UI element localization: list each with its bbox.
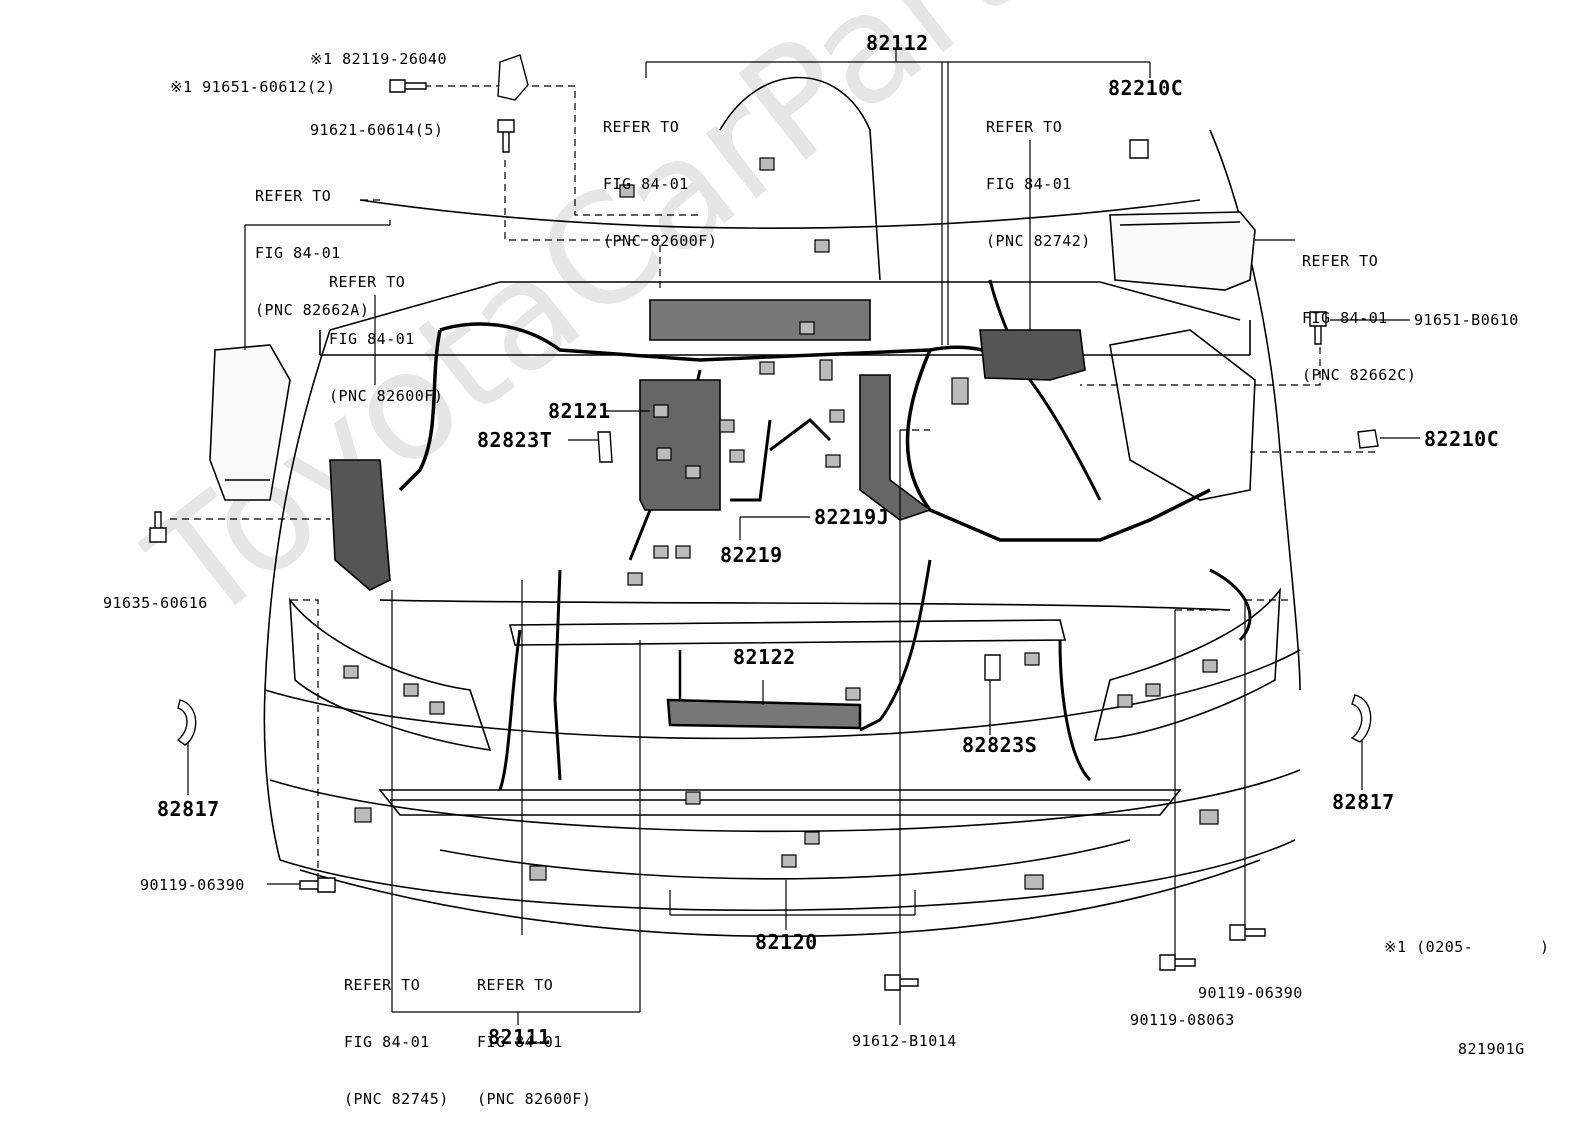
- refer-line3: (PNC 82600F): [603, 232, 718, 250]
- clip-82817-right: [1350, 694, 1372, 743]
- clip-82210C-top: [1129, 139, 1149, 159]
- bolt-91651-60612: [389, 79, 427, 93]
- bolt-91621: [497, 119, 515, 153]
- wiring-harness-diagram: ToyotaCarPart.ru: [103, 0, 1550, 1108]
- refer-line1: REFER TO: [255, 187, 332, 205]
- front-bumper: [264, 649, 1301, 740]
- refer-line2: FIG 84-01: [1302, 309, 1388, 327]
- refer-line1: REFER TO: [603, 118, 680, 136]
- bolt-90119-08063: [1159, 954, 1196, 971]
- pnc-82823t[interactable]: 82823T: [477, 428, 553, 452]
- fastener-90119-08063[interactable]: 90119-08063: [1130, 1011, 1235, 1029]
- pnc-82817-right[interactable]: 82817: [1332, 790, 1395, 814]
- harness-block-left: [329, 459, 391, 591]
- bolt-91651-B0610: [1309, 311, 1327, 345]
- fastener-91635-60616[interactable]: 91635-60616: [103, 594, 208, 612]
- pnc-82122[interactable]: 82122: [733, 645, 796, 669]
- pnc-82111[interactable]: 82111: [488, 1025, 551, 1049]
- engine-bay-drawing: [149, 50, 1420, 1025]
- fastener-91612-b1014[interactable]: 91612-B1014: [852, 1032, 957, 1050]
- clip-82823S: [984, 654, 1001, 681]
- refer-line2: FIG 84-01: [329, 330, 415, 348]
- refer-line2: FIG 84-01: [344, 1033, 430, 1051]
- connectors: [343, 157, 1219, 890]
- fender-left: [263, 329, 331, 861]
- fastener-91651-60612[interactable]: ※1 91651-60612(2): [170, 78, 336, 96]
- pnc-82817-left[interactable]: 82817: [157, 797, 220, 821]
- refer-to-82600f-top[interactable]: REFER TO FIG 84-01 (PNC 82600F): [603, 80, 717, 289]
- refer-line1: REFER TO: [477, 976, 554, 994]
- refer-to-82662c[interactable]: REFER TO FIG 84-01 (PNC 82662C): [1302, 214, 1416, 423]
- pnc-82210c-top[interactable]: 82210C: [1108, 76, 1184, 100]
- refer-to-82662a[interactable]: REFER TO FIG 84-01 (PNC 82662A): [255, 149, 369, 358]
- headlight-left: [289, 597, 492, 751]
- harness-bracket-left: [639, 379, 721, 511]
- refer-line1: REFER TO: [1302, 252, 1379, 270]
- refer-line2: FIG 84-01: [255, 244, 341, 262]
- harness-top-block: [649, 299, 871, 341]
- refer-to-82745[interactable]: REFER TO FIG 84-01 (PNC 82745): [344, 938, 449, 1147]
- pnc-82120[interactable]: 82120: [755, 930, 818, 954]
- hood-outline: [719, 76, 881, 281]
- refer-line1: REFER TO: [329, 273, 406, 291]
- refer-line1: REFER TO: [344, 976, 421, 994]
- bolt-91612: [884, 974, 919, 991]
- fastener-90119-06390-right[interactable]: 90119-06390: [1198, 984, 1303, 1002]
- refer-to-82742[interactable]: REFER TO FIG 84-01 (PNC 82742): [986, 80, 1091, 289]
- refer-line2: FIG 84-01: [477, 1033, 563, 1051]
- bolt-91635: [149, 511, 167, 543]
- refer-line3: (PNC 82662C): [1302, 366, 1417, 384]
- clip-82119: [497, 54, 529, 101]
- battery-area: [1109, 329, 1256, 501]
- refer-to-82600f-bottom[interactable]: REFER TO FIG 84-01 (PNC 82600F): [477, 938, 591, 1147]
- fastener-82119-26040[interactable]: ※1 82119-26040: [310, 50, 447, 68]
- refer-line3: (PNC 82600F): [477, 1090, 592, 1108]
- figure-code: 821901G: [1458, 1040, 1525, 1058]
- clip-82210C-right: [1357, 429, 1379, 449]
- footnote: ※1 (0205- ): [1384, 938, 1550, 956]
- grille: [378, 789, 1182, 816]
- clip-82817-left: [176, 699, 197, 746]
- fuse-box-right: [1109, 211, 1256, 291]
- fastener-91621-60614[interactable]: 91621-60614(5): [310, 121, 444, 139]
- pnc-82210c-right[interactable]: 82210C: [1424, 427, 1500, 451]
- refer-line3: (PNC 82745): [344, 1090, 449, 1108]
- bolt-90119-06390-right: [1229, 924, 1266, 941]
- refer-line3: (PNC 82742): [986, 232, 1091, 250]
- fastener-91651-b0610[interactable]: 91651-B0610: [1414, 311, 1519, 329]
- fastener-90119-06390-left[interactable]: 90119-06390: [140, 876, 245, 894]
- refer-line2: FIG 84-01: [603, 175, 689, 193]
- refer-line1: REFER TO: [986, 118, 1063, 136]
- pnc-82121[interactable]: 82121: [548, 399, 611, 423]
- relay-block: [979, 329, 1086, 381]
- refer-line3: (PNC 82662A): [255, 301, 370, 319]
- pnc-82112[interactable]: 82112: [866, 31, 929, 55]
- pnc-82219j[interactable]: 82219J: [814, 505, 890, 529]
- harness-bracket-center: [859, 374, 932, 521]
- refer-to-82600f-left[interactable]: REFER TO FIG 84-01 (PNC 82600F): [329, 235, 443, 444]
- fuse-box-left: [209, 344, 291, 501]
- clip-82823T: [597, 431, 613, 463]
- bracket-82122: [666, 698, 862, 730]
- pnc-82823s[interactable]: 82823S: [962, 733, 1038, 757]
- refer-line2: FIG 84-01: [986, 175, 1072, 193]
- bolt-90119-06390-left: [299, 877, 336, 893]
- refer-line3: (PNC 82600F): [329, 387, 444, 405]
- headlight-right: [1093, 587, 1281, 741]
- pnc-82219[interactable]: 82219: [720, 543, 783, 567]
